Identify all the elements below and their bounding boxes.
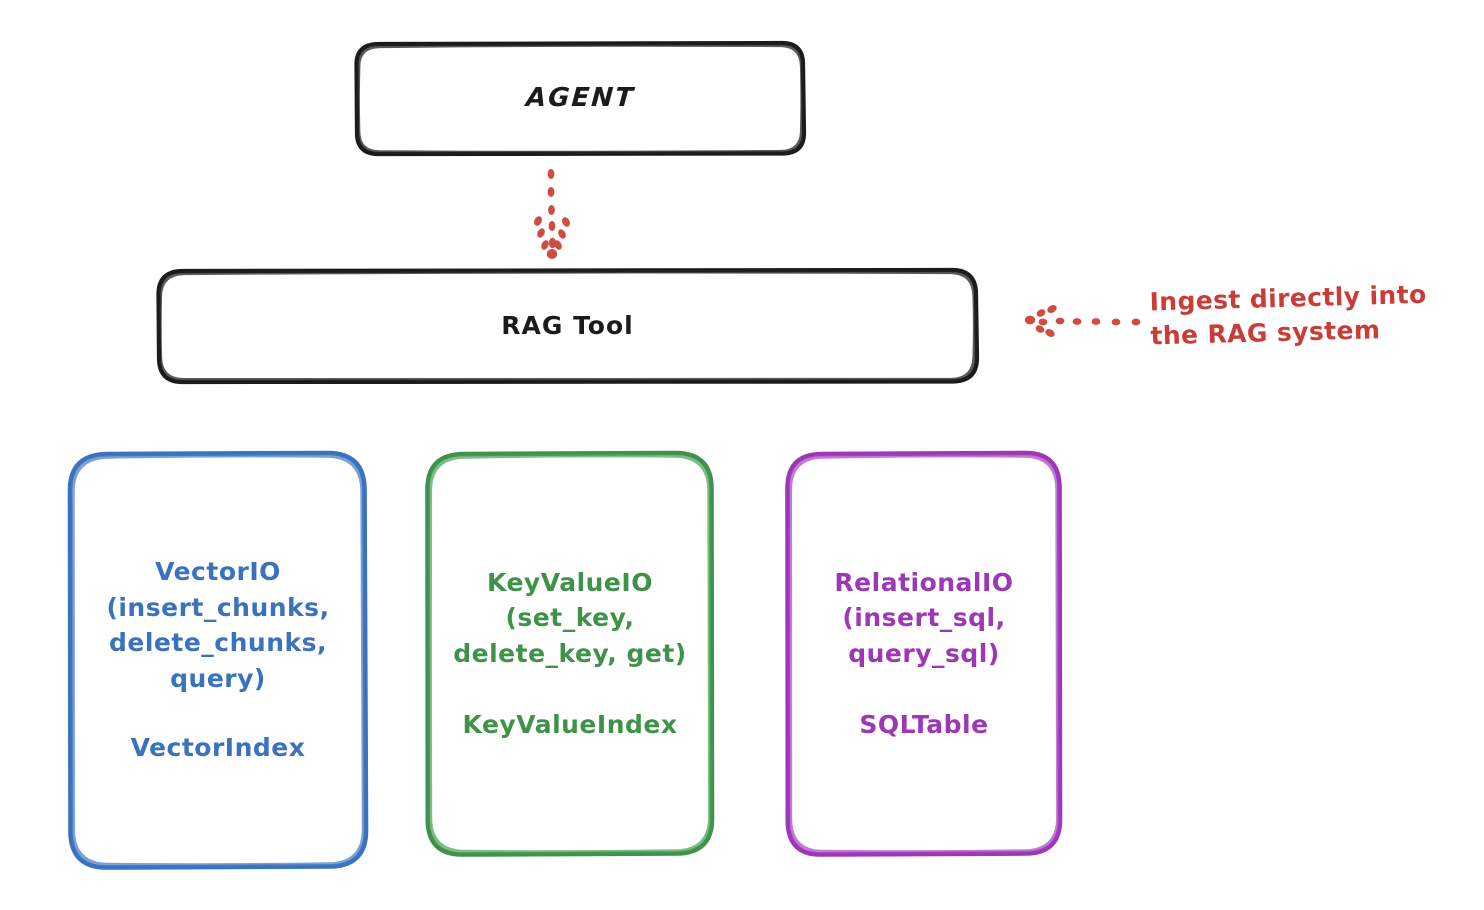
ingest-annotation-text: Ingest directly into the RAG system xyxy=(1149,279,1427,351)
agent-node[interactable]: AGENT xyxy=(355,42,805,155)
relational-io-index-label: SQLTable xyxy=(859,710,989,739)
key-value-io-box-outline xyxy=(425,450,715,857)
relational-io-box-outline xyxy=(785,450,1063,857)
key-value-io-index-label: KeyValueIndex xyxy=(462,710,678,739)
relational-io-api-label: RelationalIO (insert_sql, query_sql) xyxy=(834,567,1014,668)
agent-to-rag-tool-arrow xyxy=(534,169,570,259)
rag-tool-label: RAG Tool xyxy=(501,310,634,340)
rag-tool-box-outline xyxy=(156,267,980,385)
key-value-io-node[interactable]: KeyValueIO (set_key, delete_key, get) Ke… xyxy=(428,452,712,855)
agent-label: AGENT xyxy=(524,82,636,113)
ingest-arrow xyxy=(1024,305,1141,337)
relational-io-node[interactable]: RelationalIO (insert_sql, query_sql) SQL… xyxy=(788,452,1060,855)
key-value-io-api-label: KeyValueIO (set_key, delete_key, get) xyxy=(453,567,687,668)
vector-io-index-label: VectorIndex xyxy=(130,733,306,763)
vector-io-box-outline xyxy=(67,450,369,870)
vector-io-api-label: VectorIO (insert_chunks, delete_chunks, … xyxy=(106,557,330,693)
rag-tool-node[interactable]: RAG Tool xyxy=(157,269,978,383)
vector-io-node[interactable]: VectorIO (insert_chunks, delete_chunks, … xyxy=(70,452,366,868)
agent-box-outline xyxy=(354,40,807,157)
